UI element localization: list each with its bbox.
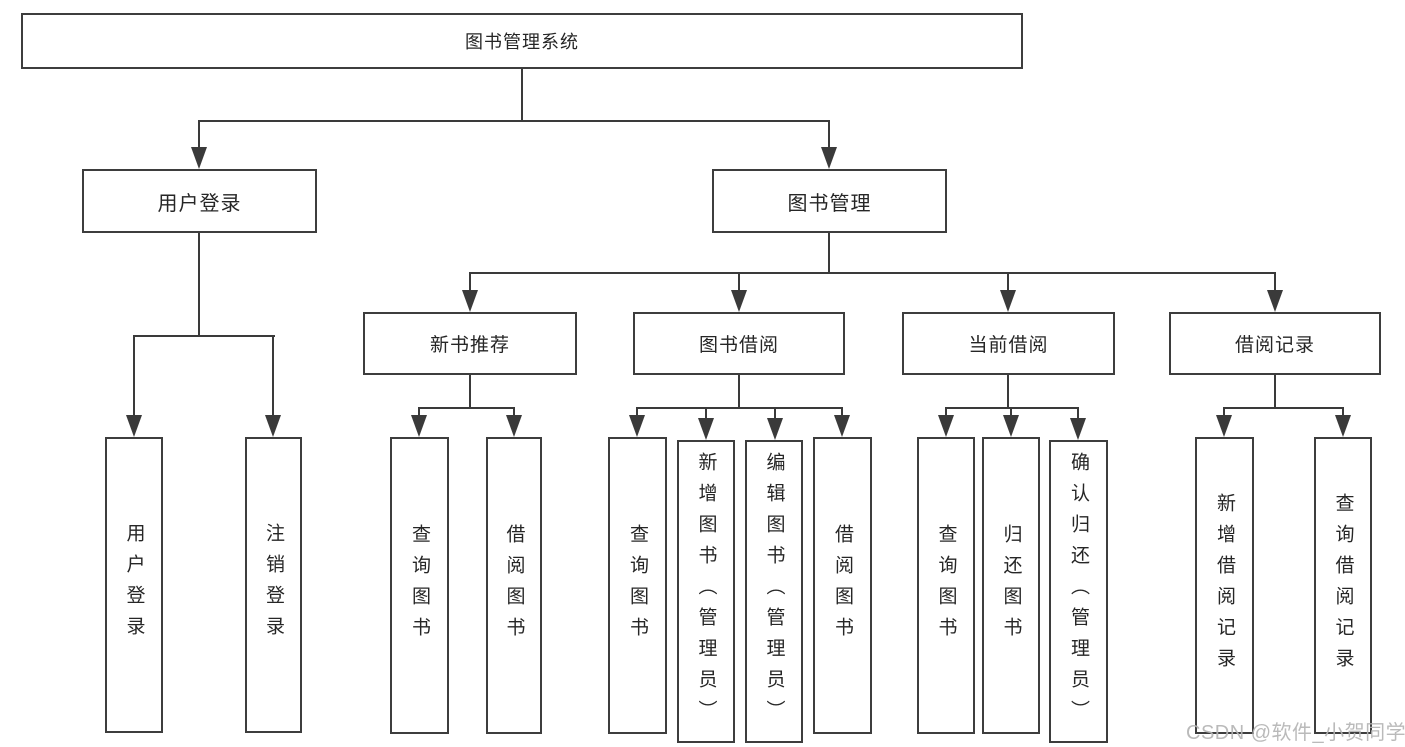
arrow-down-icon — [834, 415, 850, 437]
node-label: 图书管理系统 — [465, 32, 579, 52]
node-borrowing-records: 借阅记录 — [1169, 312, 1381, 375]
connector-segment — [1010, 407, 1012, 415]
node-add-books-admin: 新增图书（管理员） — [677, 440, 735, 743]
connector-segment — [828, 233, 830, 273]
node-borrow-books-2: 借阅图书 — [813, 437, 872, 734]
node-label: 新增图书（管理员） — [695, 452, 717, 731]
node-query-borrow-record: 查询借阅记录 — [1314, 437, 1372, 734]
node-return-books: 归还图书 — [982, 437, 1040, 734]
node-label: 当前借阅 — [968, 335, 1049, 356]
node-label: 图书借阅 — [698, 335, 779, 356]
node-label: 新增借阅记录 — [1214, 492, 1235, 679]
connector-segment — [841, 407, 843, 415]
arrow-down-icon — [126, 415, 142, 437]
arrow-down-icon — [821, 147, 837, 169]
node-query-books-3: 查询图书 — [917, 437, 975, 734]
csdn-watermark: CSDN @软件_小贺同学 — [1186, 722, 1405, 744]
connector-segment — [198, 120, 200, 147]
connector-segment — [636, 407, 638, 415]
node-label: 查询图书 — [935, 523, 957, 648]
node-current-borrowing: 当前借阅 — [902, 312, 1115, 375]
node-label: 查询图书 — [627, 523, 648, 648]
node-label: 确认归还（管理员） — [1068, 452, 1089, 731]
connector-segment — [198, 233, 200, 336]
arrow-down-icon — [191, 147, 207, 169]
node-label: 新书推荐 — [429, 335, 510, 356]
connector-segment — [774, 407, 776, 418]
connector-segment — [272, 335, 274, 415]
connector-segment — [738, 375, 740, 408]
connector-segment — [133, 335, 275, 337]
node-query-books-2: 查询图书 — [608, 437, 667, 734]
node-label: 用户登录 — [123, 523, 145, 647]
connector-segment — [1274, 375, 1276, 408]
connector-segment — [513, 407, 515, 415]
connector-segment — [1223, 407, 1344, 409]
connector-segment — [1223, 407, 1225, 415]
connector-segment — [945, 407, 947, 415]
node-label: 借阅图书 — [832, 523, 853, 648]
node-edit-books-admin: 编辑图书（管理员） — [745, 440, 803, 743]
arrow-down-icon — [767, 418, 783, 440]
node-label: 借阅记录 — [1234, 335, 1315, 356]
node-label: 查询图书 — [409, 523, 430, 648]
connector-segment — [198, 120, 830, 122]
node-label: 编辑图书（管理员） — [763, 452, 785, 731]
connector-segment — [469, 272, 1276, 274]
arrow-down-icon — [731, 290, 747, 312]
connector-segment — [1007, 272, 1009, 290]
node-confirm-return-admin: 确认归还（管理员） — [1049, 440, 1108, 743]
connector-segment — [521, 69, 523, 121]
arrow-down-icon — [265, 415, 281, 437]
node-book-management-system: 图书管理系统 — [21, 13, 1023, 69]
node-borrow-books-1: 借阅图书 — [486, 437, 542, 734]
arrow-down-icon — [1335, 415, 1351, 437]
node-new-book-recommend: 新书推荐 — [363, 312, 577, 375]
connector-segment — [133, 335, 135, 415]
connector-segment — [418, 407, 515, 409]
connector-segment — [418, 407, 420, 415]
arrow-down-icon — [506, 415, 522, 437]
node-book-borrowing: 图书借阅 — [633, 312, 845, 375]
connector-segment — [1342, 407, 1344, 415]
arrow-down-icon — [1003, 415, 1019, 437]
node-user-login: 用户登录 — [82, 169, 317, 233]
node-query-books-1: 查询图书 — [390, 437, 449, 734]
connector-segment — [469, 375, 471, 408]
arrow-down-icon — [629, 415, 645, 437]
node-label: 借阅图书 — [503, 523, 525, 648]
connector-segment — [1077, 407, 1079, 418]
node-label: 用户登录 — [157, 192, 242, 215]
connector-segment — [1274, 272, 1276, 290]
connector-segment — [469, 272, 471, 290]
arrow-down-icon — [462, 290, 478, 312]
connector-segment — [828, 120, 830, 147]
node-user-login-leaf: 用户登录 — [105, 437, 163, 733]
node-label: 注销登录 — [263, 523, 284, 647]
arrow-down-icon — [411, 415, 427, 437]
connector-segment — [636, 407, 843, 409]
node-label: 归还图书 — [1000, 523, 1022, 648]
arrow-down-icon — [1216, 415, 1232, 437]
connector-segment — [1007, 375, 1009, 408]
node-label: 查询借阅记录 — [1332, 492, 1354, 679]
arrow-down-icon — [1000, 290, 1016, 312]
node-logout: 注销登录 — [245, 437, 302, 733]
arrow-down-icon — [938, 415, 954, 437]
node-book-management: 图书管理 — [712, 169, 947, 233]
connector-segment — [738, 272, 740, 290]
node-add-borrow-record: 新增借阅记录 — [1195, 437, 1254, 734]
arrow-down-icon — [1070, 418, 1086, 440]
connector-segment — [705, 407, 707, 418]
arrow-down-icon — [1267, 290, 1283, 312]
connector-segment — [945, 407, 1079, 409]
node-label: 图书管理 — [787, 192, 872, 215]
arrow-down-icon — [698, 418, 714, 440]
